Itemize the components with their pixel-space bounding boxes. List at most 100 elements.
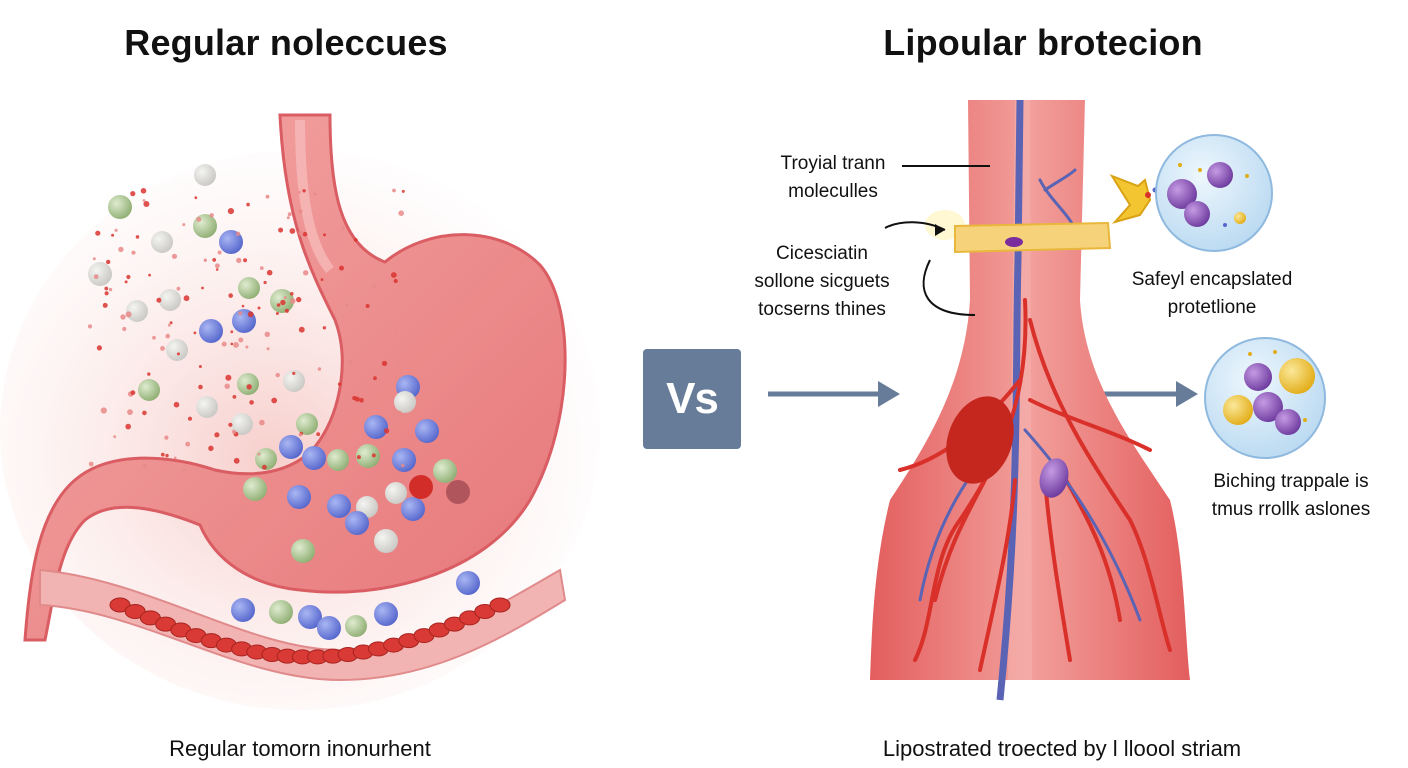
particle-dot — [100, 407, 107, 414]
label-mid-left-line1: Cicesciatin — [776, 243, 868, 264]
label-bottom-right-line2: tmus rrollk aslones — [1211, 499, 1371, 520]
particle-dot — [125, 311, 132, 318]
particle-dot — [93, 274, 99, 280]
transfer-connector — [1109, 173, 1158, 224]
particle-dot — [278, 227, 284, 233]
particle-dot — [214, 432, 220, 438]
particle-dot — [182, 468, 186, 471]
particle-dot — [102, 302, 108, 308]
particle-dot — [275, 372, 280, 378]
particle-dot — [231, 429, 237, 434]
particle-dot — [365, 304, 370, 308]
particle-dot — [259, 419, 265, 426]
molecule — [327, 494, 351, 518]
particle-dot — [104, 286, 109, 291]
molecule — [394, 391, 416, 413]
particle-dot — [208, 445, 214, 451]
particle-dot — [296, 296, 302, 303]
label-capsule: Safeyl encapslated protetlione — [1132, 266, 1293, 322]
particle-dot — [235, 231, 241, 236]
particle-dot — [302, 189, 306, 193]
particle-dot — [289, 228, 296, 234]
particle-dot — [125, 423, 131, 430]
particle-dot — [371, 453, 376, 458]
particle-dot — [266, 347, 270, 351]
particle-dot — [142, 410, 147, 416]
liposome-bottom — [1204, 337, 1326, 459]
particle-dot — [243, 258, 248, 263]
particle-dot — [152, 335, 156, 340]
particle-dot — [395, 332, 399, 336]
molecule — [159, 289, 181, 311]
particle-dot — [398, 438, 402, 442]
particle-dot — [96, 345, 102, 351]
esophagus-highlight — [295, 119, 334, 274]
left-caption: Regular tomorn inonurhent — [169, 736, 431, 761]
particle-dot — [238, 311, 243, 316]
particle-dot — [148, 273, 152, 277]
molecule-particles — [87, 164, 480, 640]
particle-dot — [290, 292, 294, 296]
vs-badge: Vs — [643, 349, 741, 449]
particle-dot — [142, 463, 147, 469]
particle-dot — [142, 199, 146, 202]
molecule — [237, 373, 259, 395]
molecule — [269, 600, 293, 624]
particle-dot — [108, 287, 113, 292]
particle-dot — [298, 209, 303, 214]
particle-dot — [176, 286, 181, 291]
molecule — [374, 529, 398, 553]
molecule — [392, 448, 416, 472]
label-bottom-right: Biching trappale is tmus rrollk aslones — [1212, 468, 1370, 524]
molecule — [456, 571, 480, 595]
molecule — [409, 475, 433, 499]
molecule — [126, 300, 148, 322]
particle-dot — [247, 311, 254, 318]
molecule — [279, 435, 303, 459]
particle-dot — [95, 230, 101, 236]
particle-dot — [259, 266, 264, 270]
particle-dot — [392, 188, 396, 193]
label-mid-left: Cicesciatin sollone sicguets tocserns th… — [754, 240, 889, 324]
particle-dot — [398, 210, 405, 216]
particle-dot — [348, 359, 353, 365]
particle-dot — [147, 372, 151, 376]
particle-dot — [182, 223, 186, 227]
particle-dot — [373, 376, 377, 381]
particle-dot — [313, 192, 317, 196]
particle-dot — [298, 230, 304, 236]
particle-dot — [165, 453, 169, 458]
particle-dot — [298, 190, 301, 194]
particle-dot — [118, 246, 124, 253]
molecule — [108, 195, 132, 219]
molecule — [291, 539, 315, 563]
molecule — [302, 446, 326, 470]
particle-dot — [390, 272, 397, 278]
particle-dot — [233, 457, 240, 464]
particle-dot — [345, 303, 349, 307]
encapsulated-cell — [1039, 458, 1069, 498]
molecule — [345, 511, 369, 535]
particle-dot — [183, 295, 190, 302]
particle-dot — [232, 395, 237, 399]
particle-dot — [265, 194, 270, 199]
particle-dot — [230, 342, 234, 346]
particle-dot — [280, 299, 286, 306]
molecule — [401, 497, 425, 521]
liposome-top — [1155, 134, 1273, 252]
particle-dot — [374, 347, 378, 351]
particle-dot — [160, 452, 165, 457]
particle-dot — [217, 250, 222, 255]
molecule — [287, 485, 311, 509]
particle-dot — [284, 308, 289, 313]
particle-dot — [127, 409, 133, 415]
particle-dot — [298, 326, 305, 333]
molecule — [283, 370, 305, 392]
particle-dot — [88, 461, 94, 467]
particle-dot — [393, 278, 398, 284]
particle-dot — [143, 201, 150, 207]
particle-dot — [228, 422, 233, 427]
particle-dot — [201, 286, 204, 290]
arrow-left-to-right — [768, 381, 900, 407]
